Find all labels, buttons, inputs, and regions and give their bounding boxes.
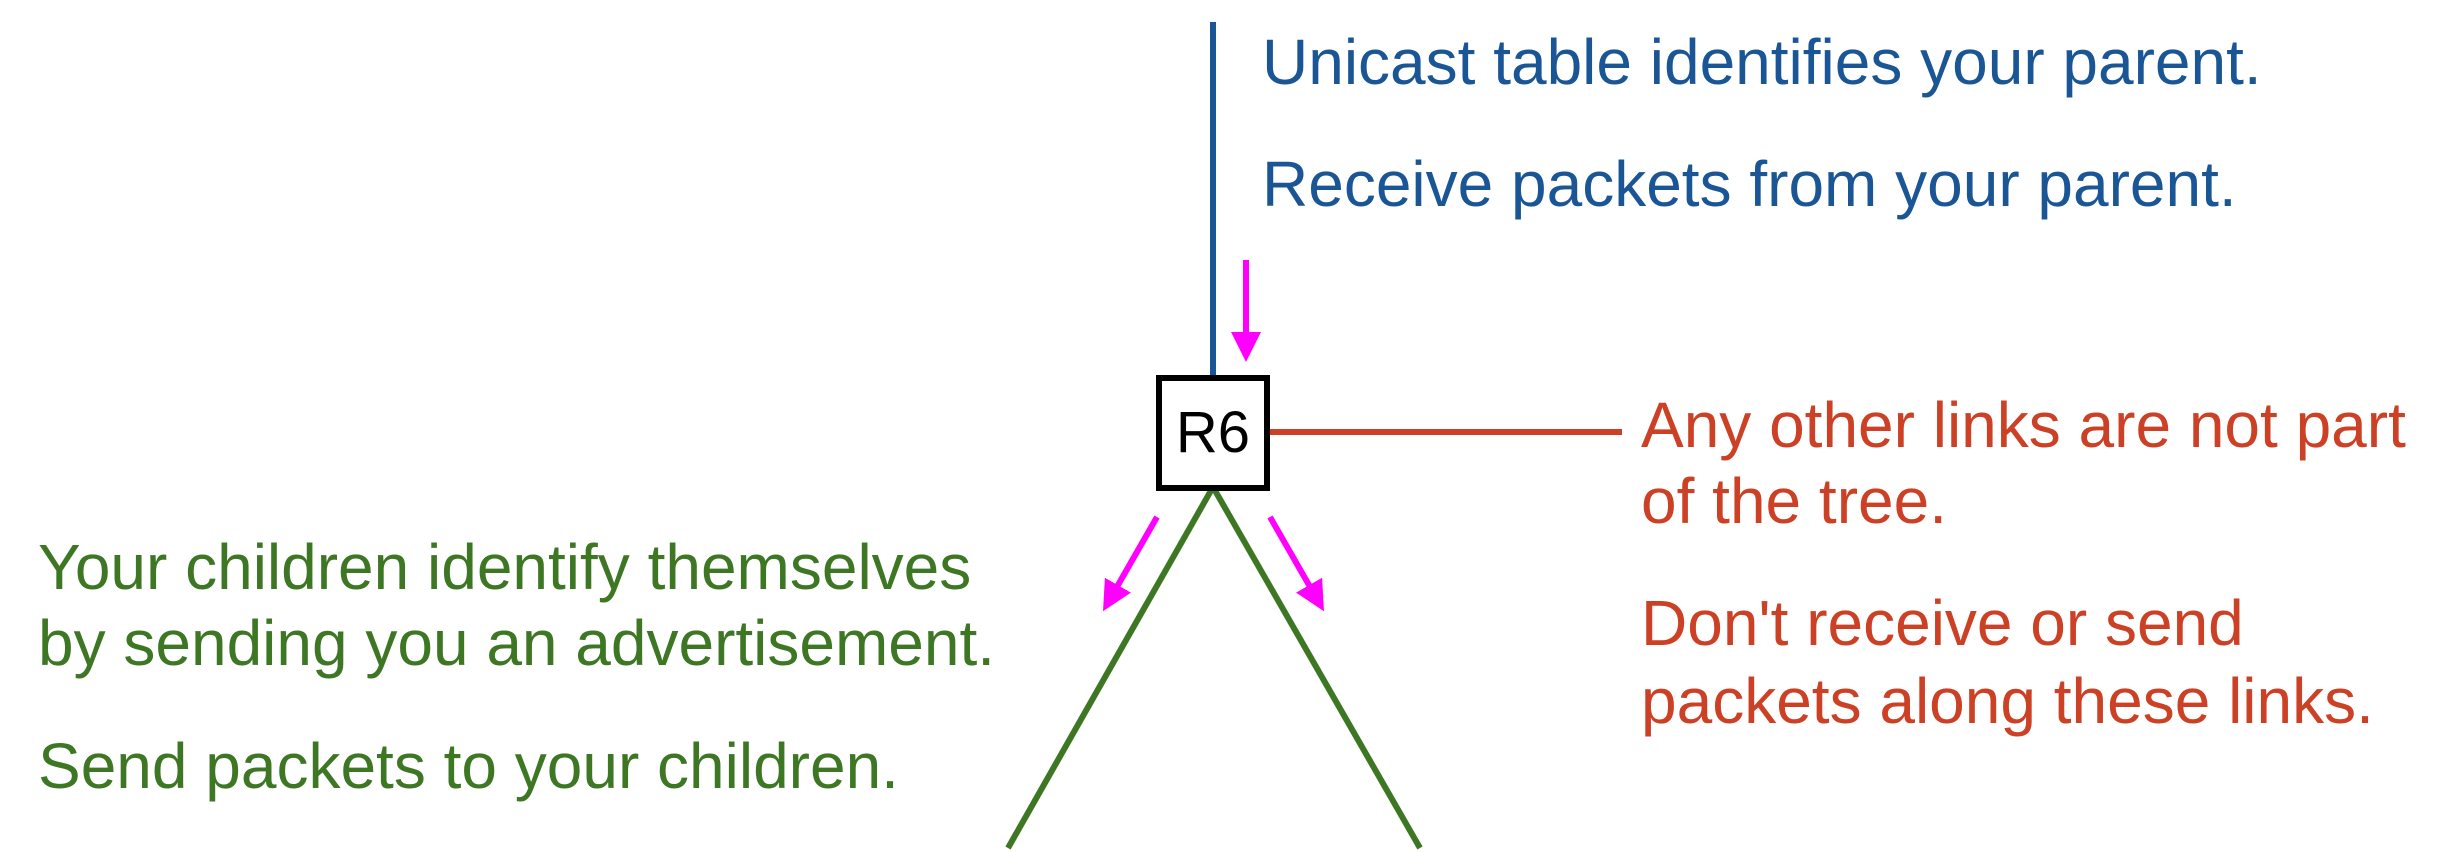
outgoing-packet-arrow-left — [1103, 515, 1160, 612]
parent-text-line-2: Receive packets from your parent. — [1262, 148, 2237, 220]
parent-text-line-1: Unicast table identifies your parent. — [1262, 26, 2262, 98]
other-links-text-line-2: of the tree. — [1641, 465, 1947, 537]
child-link-left — [1005, 485, 1216, 850]
child-link-right — [1210, 485, 1423, 850]
children-text-line-3: Send packets to your children. — [38, 730, 899, 802]
children-text-line-1: Your children identify themselves — [38, 531, 972, 603]
other-links-text-line-3: Don't receive or send — [1641, 587, 2244, 659]
other-links-text-line-1: Any other links are not part — [1641, 389, 2406, 461]
router-box — [1156, 375, 1270, 491]
router-label: R6 — [1175, 399, 1251, 465]
children-text-line-2: by sending you an advertisement. — [38, 607, 996, 679]
outgoing-packet-arrow-right — [1267, 515, 1324, 612]
other-links-text-line-4: packets along these links. — [1641, 665, 2374, 737]
